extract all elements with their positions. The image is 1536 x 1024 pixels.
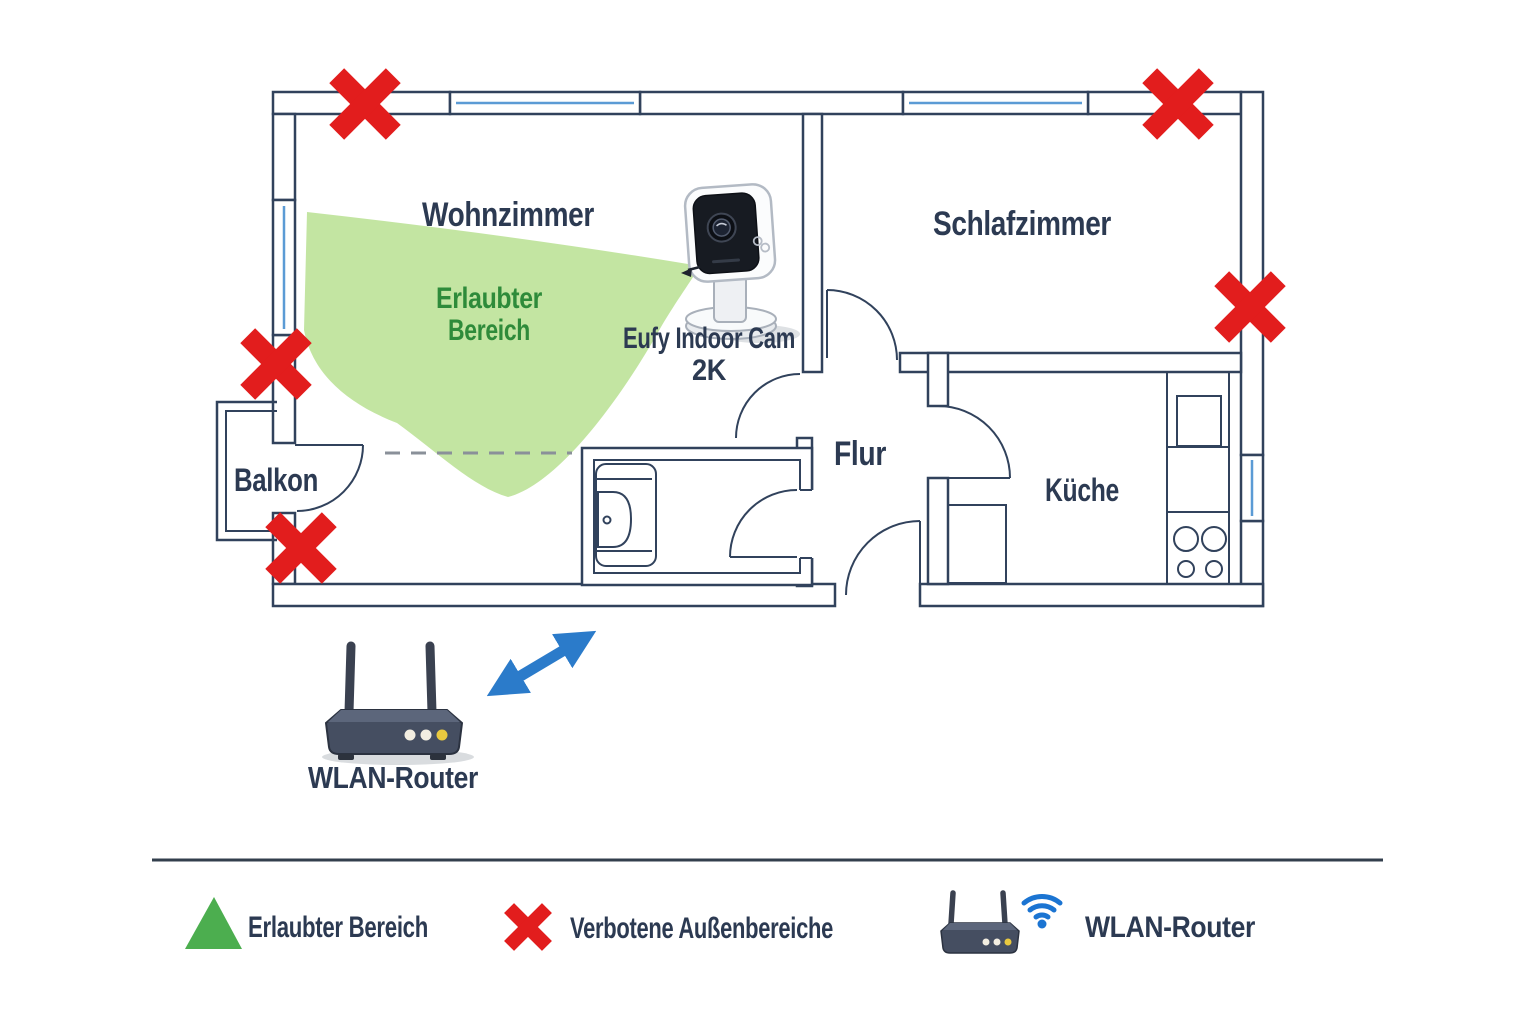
window-wohnzimmer — [448, 90, 642, 116]
bathroom — [580, 446, 817, 587]
legend-forbidden-x-icon — [504, 903, 552, 951]
stove-burners — [1173, 526, 1227, 578]
lens-direction-arrow — [681, 268, 692, 277]
door-bathroom — [729, 489, 798, 558]
legend-forbidden-label: Verbotene Außenbereiche — [570, 912, 833, 945]
door-kueche — [937, 405, 1011, 479]
oven — [1176, 395, 1222, 447]
router-illustration — [322, 641, 474, 765]
legend-allowed-triangle-icon — [185, 897, 242, 949]
room-label-kueche: Küche — [1045, 472, 1119, 508]
doors — [295, 289, 1011, 596]
allowed-area-label-line2: Bereich — [448, 314, 530, 347]
router-led — [420, 729, 432, 741]
camera-illustration — [681, 183, 800, 343]
window-schlafzimmer — [901, 90, 1090, 116]
room-label-flur: Flur — [834, 435, 886, 473]
door-balcony — [295, 444, 364, 512]
legend-router-icon — [940, 890, 1020, 954]
window-kueche — [1239, 453, 1265, 523]
windows — [271, 90, 1265, 523]
router-antenna-left — [344, 641, 356, 717]
room-label-schlafzimmer: Schlafzimmer — [933, 205, 1111, 243]
door-schlafzimmer — [826, 289, 898, 361]
balcony-walls — [215, 400, 277, 542]
legend: Erlaubter Bereich Verbotene Außenbereich… — [152, 858, 1383, 954]
allowed-area-cone — [304, 212, 700, 497]
room-label-wohnzimmer: Wohnzimmer — [422, 196, 594, 234]
legend-router-label: WLAN-Router — [1085, 911, 1256, 944]
wifi-connection-arrow — [486, 630, 597, 697]
window-left-wall — [271, 198, 297, 337]
wifi-icon — [1021, 894, 1063, 929]
router-led — [436, 729, 448, 741]
door-entrance — [845, 520, 921, 596]
door-wohnzimmer-flur — [735, 373, 801, 439]
router-led — [404, 729, 416, 741]
camera-head — [683, 183, 777, 283]
legend-allowed-label: Erlaubter Bereich — [248, 911, 428, 944]
router-plan-label: WLAN-Router — [308, 760, 478, 795]
room-label-balkon: Balkon — [234, 462, 318, 498]
fridge — [947, 504, 1007, 584]
camera-label-line1: Eufy Indoor Cam — [623, 322, 795, 355]
kitchen-fixtures — [947, 371, 1230, 585]
router-antenna-right — [425, 641, 437, 717]
bathtub — [595, 463, 657, 567]
camera-label-line2: 2K — [692, 354, 727, 387]
allowed-area-label-line1: Erlaubter — [436, 282, 543, 315]
